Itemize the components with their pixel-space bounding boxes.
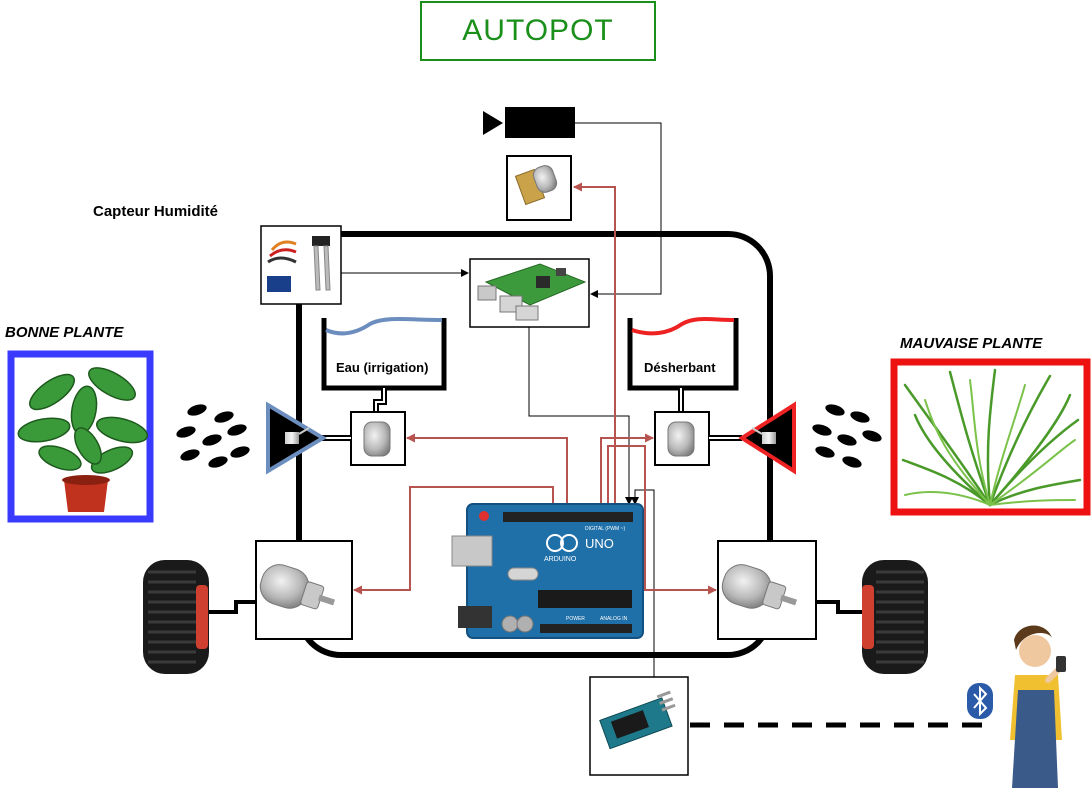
- label-eau-irrigation: Eau (irrigation): [336, 360, 429, 375]
- water-spray-drops: [176, 404, 250, 468]
- bluetooth-module: [589, 676, 689, 776]
- farmer-icon: [1010, 625, 1066, 788]
- arduino-brand-label: ARDUINO: [544, 556, 577, 563]
- right-wheel: [862, 560, 928, 674]
- wire-arduino-to-water-pump: [406, 433, 568, 505]
- moisture-sensor: [260, 225, 342, 305]
- wire-arduino-to-right-motor: [607, 445, 717, 595]
- water-pump: [350, 411, 406, 466]
- wire-camera-to-raspberry: [575, 122, 662, 298]
- herbicide-pump: [654, 411, 710, 466]
- arduino-analog-label: ANALOG IN: [600, 616, 628, 622]
- arduino-digital-label: DIGITAL (PWM ~): [585, 526, 625, 532]
- label-mauvaise-plante: MAUVAISE PLANTE: [900, 335, 1043, 352]
- left-wheel: [143, 560, 209, 674]
- right-drive-motor: [717, 540, 817, 640]
- arduino-uno-board: UNO ARDUINO DIGITAL (PWM ~) POWER ANALOG…: [451, 503, 644, 639]
- label-desherbant: Désherbant: [644, 360, 716, 375]
- water-reservoir: [321, 317, 447, 391]
- mauvaise-plante-image: [890, 358, 1091, 516]
- left-axle: [206, 600, 256, 614]
- left-drive-motor: [255, 540, 353, 640]
- right-axle: [817, 600, 864, 614]
- herbicide-spray-drops: [812, 404, 882, 468]
- arduino-power-label: POWER: [566, 616, 585, 622]
- herbicide-nozzle-icon: [738, 401, 796, 475]
- bluetooth-icon: [967, 683, 993, 719]
- water-pipe-inner: [375, 388, 385, 412]
- wire-arduino-to-camera-motor: [573, 182, 616, 505]
- camera-servo-motor: [506, 155, 572, 221]
- diagram-title: AUTOPOT: [420, 1, 656, 61]
- bonne-plante-image: [7, 350, 154, 523]
- wire-arduino-to-herbicide-pump: [600, 433, 654, 505]
- camera-icon: [483, 107, 575, 138]
- arduino-uno-label: UNO: [585, 536, 614, 551]
- herbicide-reservoir: [627, 317, 739, 391]
- label-bonne-plante: BONNE PLANTE: [5, 324, 124, 341]
- watering-can-icon: [266, 401, 327, 475]
- label-capteur-humidite: Capteur Humidité: [93, 203, 219, 220]
- wire-raspberry-to-arduino: [528, 327, 633, 505]
- raspberry-pi: [469, 258, 590, 328]
- wire-arduino-to-left-motor: [353, 486, 554, 595]
- water-pipe: [373, 388, 387, 412]
